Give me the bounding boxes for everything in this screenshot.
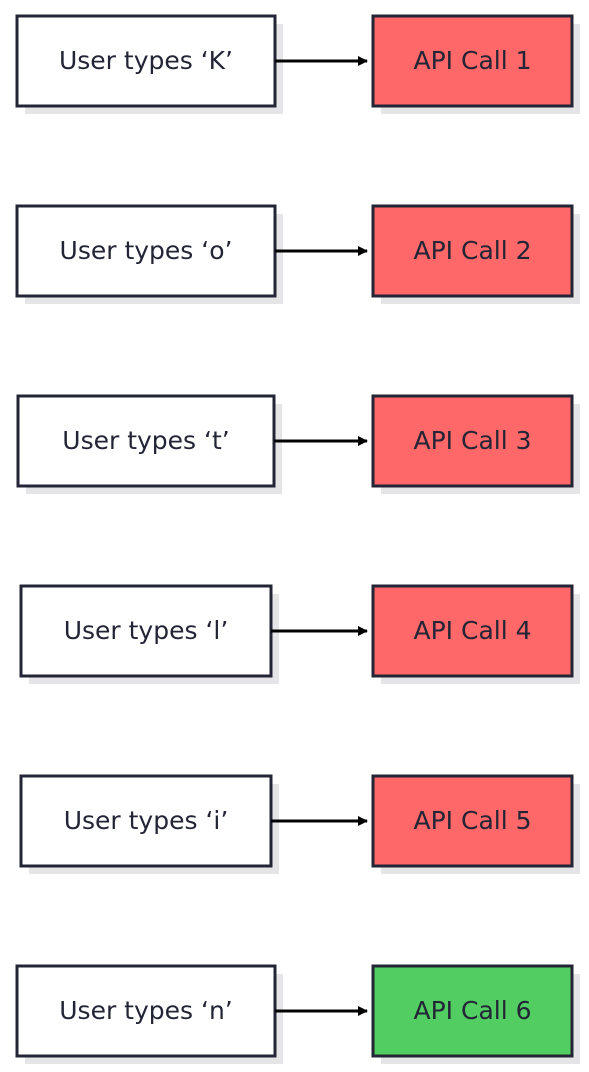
api-call-label: API Call 5 bbox=[413, 806, 531, 835]
input-event-label: User types ‘o’ bbox=[60, 236, 233, 265]
input-event-box bbox=[15, 204, 277, 298]
input-event-label: User types ‘t’ bbox=[62, 426, 229, 455]
api-call-label: API Call 2 bbox=[413, 236, 531, 265]
input-event-box bbox=[15, 964, 277, 1058]
api-call-box-final bbox=[371, 964, 574, 1058]
api-call-box-pending bbox=[371, 394, 574, 488]
api-call-label: API Call 6 bbox=[413, 996, 531, 1025]
input-event-box bbox=[19, 774, 273, 868]
flow-row: User types ‘l’ API Call 4 bbox=[19, 584, 580, 684]
api-call-label: API Call 4 bbox=[413, 616, 531, 645]
flow-row: User types ‘i’ API Call 5 bbox=[19, 774, 580, 874]
flow-row: User types ‘n’ API Call 6 bbox=[15, 964, 580, 1064]
input-event-box bbox=[19, 584, 273, 678]
api-call-box-pending bbox=[371, 774, 574, 868]
api-call-label: API Call 3 bbox=[413, 426, 531, 455]
input-event-label: User types ‘n’ bbox=[59, 996, 233, 1025]
api-call-label: API Call 1 bbox=[413, 46, 531, 75]
api-call-box-pending bbox=[371, 584, 574, 678]
api-call-box-pending bbox=[371, 14, 574, 108]
input-event-label: User types ‘K’ bbox=[59, 46, 233, 75]
input-event-label: User types ‘l’ bbox=[64, 616, 229, 645]
input-event-box bbox=[15, 14, 277, 108]
flow-row: User types ‘t’ API Call 3 bbox=[16, 394, 580, 494]
flow-row: User types ‘K’ API Call 1 bbox=[15, 14, 580, 114]
flow-row: User types ‘o’ API Call 2 bbox=[15, 204, 580, 304]
input-event-label: User types ‘i’ bbox=[64, 806, 229, 835]
api-call-box-pending bbox=[371, 204, 574, 298]
rows-layer: User types ‘K’ API Call 1 User types ‘o’ AP… bbox=[15, 14, 580, 1064]
